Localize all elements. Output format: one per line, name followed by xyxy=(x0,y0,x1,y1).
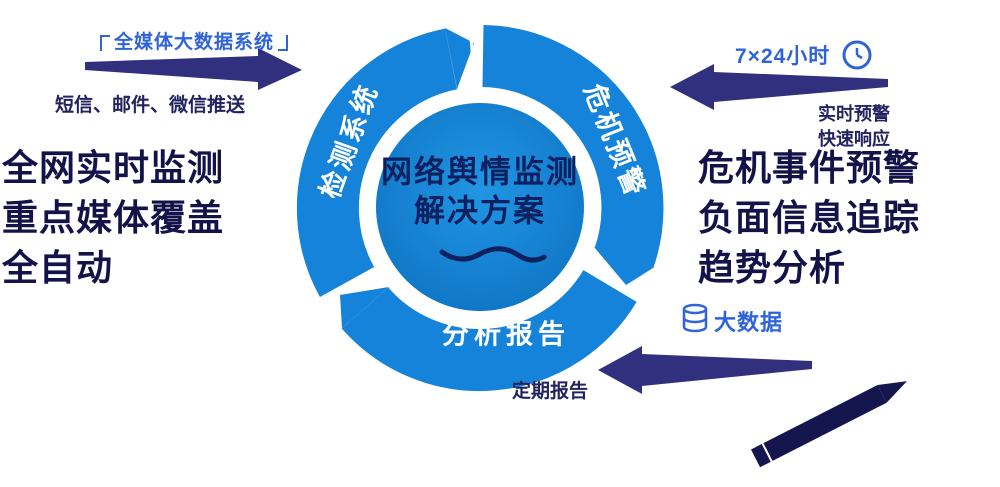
left-block-line: 全自动 xyxy=(2,247,114,288)
top-right-title: 7×24小时 xyxy=(735,45,831,68)
left-note: 短信、邮件、微信推送 xyxy=(55,95,246,116)
ring-tip-left-icon xyxy=(340,287,389,328)
left-text-block: 全网实时监测 重点媒体覆盖 全自动 xyxy=(2,143,224,293)
ring-segment-report xyxy=(341,269,637,392)
ring-tip-top-icon xyxy=(445,28,474,89)
bottom-note: 定期报告 xyxy=(512,381,589,402)
flow-arrows xyxy=(85,48,888,394)
right-notes: 实时预警 快速响应 xyxy=(818,102,890,152)
segment-label-report: 分析报告 xyxy=(442,319,570,350)
top-left-title-text: 全媒体大数据系统 xyxy=(114,32,275,53)
right-block-line: 危机事件预警 xyxy=(698,147,921,188)
arrow-bottom-right-icon xyxy=(598,346,812,394)
clock-icon xyxy=(842,40,872,70)
hub-title: 网络舆情监测 解决方案 xyxy=(381,153,579,231)
bracket-left-icon xyxy=(100,34,110,51)
arrow-top-right-icon xyxy=(670,64,888,110)
right-block-line: 趋势分析 xyxy=(698,247,847,288)
ring-tip-right-icon xyxy=(594,247,653,285)
right-block-line: 负面信息追踪 xyxy=(698,197,921,238)
ring-segment-warning xyxy=(481,25,664,269)
right-note-line: 实时预警 xyxy=(818,104,890,124)
left-block-line: 全网实时监测 xyxy=(2,147,225,188)
hub-title-line2: 解决方案 xyxy=(414,193,546,228)
arrow-top-left-icon xyxy=(85,48,302,90)
database-icon xyxy=(682,303,708,333)
right-text-block: 危机事件预警 负面信息追踪 趋势分析 xyxy=(698,143,920,293)
pen-icon xyxy=(750,381,907,468)
signature-squiggle-icon xyxy=(439,246,547,263)
bracket-right-icon xyxy=(278,34,289,51)
cycle-ring xyxy=(296,25,664,392)
bottom-right-title: 大数据 xyxy=(714,310,784,335)
top-left-title: 全媒体大数据系统 xyxy=(96,27,292,54)
hub-title-line1: 网络舆情监测 xyxy=(381,154,579,190)
ring-segment-detection xyxy=(296,28,458,298)
right-note-line: 快速响应 xyxy=(818,129,890,149)
left-block-line: 重点媒体覆盖 xyxy=(2,197,225,238)
